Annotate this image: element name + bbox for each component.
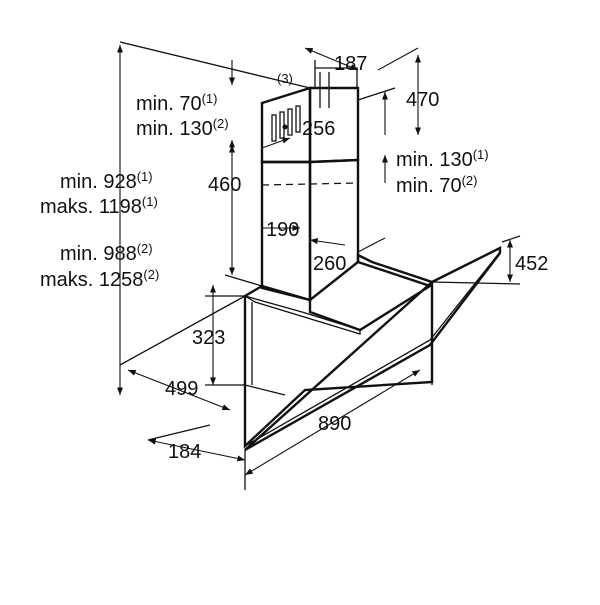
note-3: (3) — [277, 71, 293, 86]
dim-470: 470 — [406, 89, 439, 111]
dim-187: 187 — [334, 53, 367, 75]
hood-top-edge — [244, 295, 361, 335]
height-max-1198: maks. 1198(1) — [40, 194, 158, 218]
dim-890: 890 — [318, 413, 351, 435]
chimney-right-min-2: min. 70(2) — [396, 173, 477, 197]
dim-452: 452 — [515, 253, 548, 275]
dimension-lines — [116, 41, 521, 490]
chimney-right-min-1: min. 130(1) — [396, 147, 489, 171]
height-min-988: min. 988(2) — [60, 241, 153, 265]
dim-499: 499 — [165, 378, 198, 400]
glass-panel — [244, 246, 502, 452]
dim-260: 260 — [313, 253, 346, 275]
lower-chimney-side-face — [308, 158, 360, 303]
labels: 187 470 256 (3) min. 70(1) min. 130(2) m… — [40, 53, 548, 463]
height-max-1258: maks. 1258(2) — [40, 267, 159, 291]
chimney-top-min-1: min. 70(1) — [136, 91, 217, 115]
dim-256: 256 — [302, 118, 335, 140]
dim-190: 190 — [266, 219, 299, 241]
height-min-928: min. 928(1) — [60, 169, 153, 193]
chimney-top-min-2: min. 130(2) — [136, 116, 229, 140]
dim-184: 184 — [168, 441, 201, 463]
chimney-overlap-line — [261, 182, 359, 186]
hood-body — [243, 246, 502, 452]
bracket-slots — [271, 105, 301, 142]
dim-323: 323 — [192, 327, 225, 349]
dim-460: 460 — [208, 174, 241, 196]
